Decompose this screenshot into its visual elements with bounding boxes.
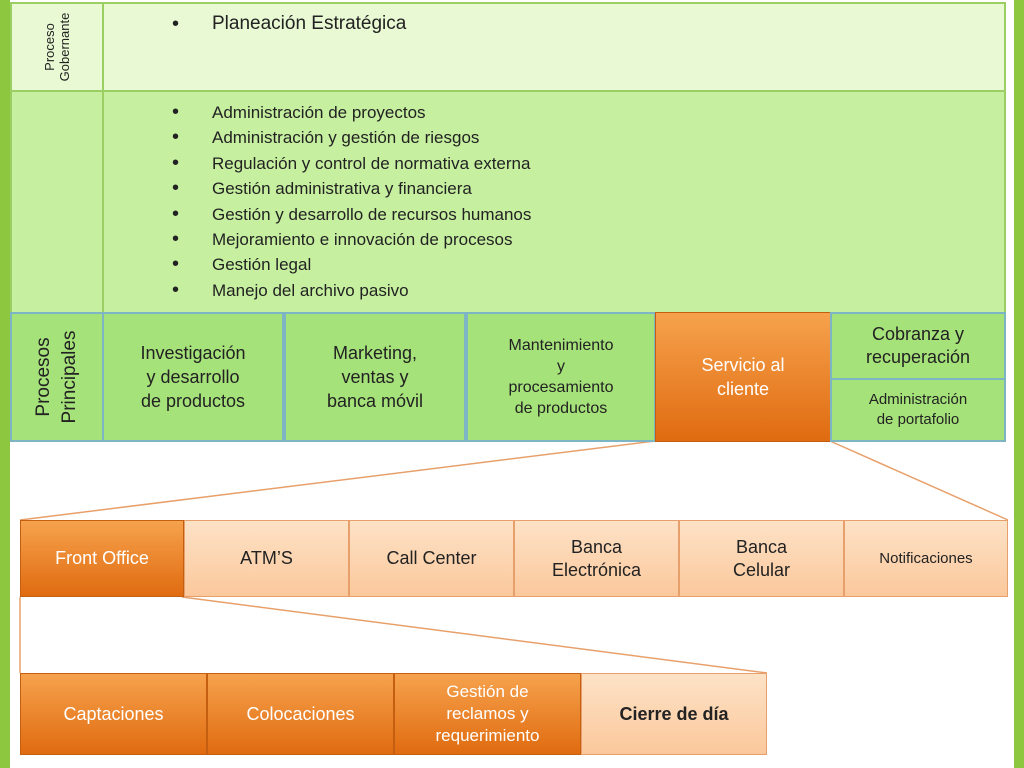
list-item: Mejoramiento e innovación de procesos: [172, 227, 531, 253]
channel-banca-celular: Banca Celular: [679, 520, 844, 597]
front-office-label: Colocaciones: [246, 703, 355, 724]
channel-banca-electronica: Banca Electrónica: [514, 520, 679, 597]
list-item: Manejo del archivo pasivo: [172, 278, 531, 304]
process-box-label: Investigación y desarrollo de productos: [140, 343, 246, 411]
process-box-marketing: Marketing, ventas y banca móvil: [284, 312, 466, 442]
principal-label-cell: Procesos Principales: [10, 312, 104, 442]
channel-call-center: Call Center: [349, 520, 514, 597]
list-item: Gestión y desarrollo de recursos humanos: [172, 202, 531, 228]
channel-label: ATM’S: [240, 548, 293, 568]
support-list: Administración de proyectos Administraci…: [172, 100, 531, 304]
channel-label: Banca Celular: [732, 536, 791, 580]
support-content: Administración de proyectos Administraci…: [102, 90, 1006, 314]
governing-list: Planeación Estratégica: [172, 12, 406, 36]
diagram-canvas: Proceso Gobernante Planeación Estratégic…: [10, 0, 1014, 768]
process-box-cobranza: Cobranza y recuperación: [830, 312, 1006, 380]
front-office-label: Cierre de día: [619, 703, 729, 724]
list-item: Gestión legal: [172, 252, 531, 278]
process-box-label: Administración de portafolio: [868, 391, 968, 428]
connector-service-right: [829, 440, 1009, 521]
process-box-investigacion: Investigación y desarrollo de productos: [102, 312, 284, 442]
process-box-label: Cobranza y recuperación: [865, 324, 971, 367]
governing-label: Proceso Gobernante: [42, 12, 72, 82]
process-box-servicio: Servicio al cliente: [655, 312, 831, 442]
channel-label: Front Office: [55, 548, 149, 568]
front-office-label: Gestión de reclamos y requerimiento: [435, 682, 540, 745]
channel-label: Notificaciones: [879, 549, 973, 567]
principal-label: Procesos Principales: [33, 330, 80, 424]
list-item: Administración y gestión de riesgos: [172, 125, 531, 151]
list-item: Administración de proyectos: [172, 100, 531, 126]
front-office-reclamos: Gestión de reclamos y requerimiento: [394, 673, 581, 755]
list-item: Gestión administrativa y financiera: [172, 176, 531, 202]
channel-label: Banca Electrónica: [551, 536, 642, 580]
front-office-cierre: Cierre de día: [581, 673, 767, 755]
channel-atm: ATM’S: [184, 520, 349, 597]
process-box-portafolio: Administración de portafolio: [830, 378, 1006, 442]
channel-label: Call Center: [386, 548, 477, 568]
front-office-captaciones: Captaciones: [20, 673, 207, 755]
front-office-colocaciones: Colocaciones: [207, 673, 394, 755]
governing-content: Planeación Estratégica: [102, 2, 1006, 92]
process-box-label: Mantenimiento y procesamiento de product…: [508, 337, 614, 417]
governing-label-cell: Proceso Gobernante: [10, 2, 104, 92]
process-box-label: Marketing, ventas y banca móvil: [326, 343, 424, 411]
connector-front-right: [181, 596, 768, 674]
support-label-cell: [10, 90, 104, 314]
channel-notificaciones: Notificaciones: [844, 520, 1008, 597]
process-box-mantenimiento: Mantenimiento y procesamiento de product…: [466, 312, 656, 442]
list-item: Planeación Estratégica: [172, 12, 406, 36]
front-office-label: Captaciones: [63, 703, 164, 724]
process-box-label: Servicio al cliente: [701, 355, 785, 399]
channel-front-office: Front Office: [20, 520, 184, 597]
connector-service-left: [19, 440, 656, 521]
list-item: Regulación y control de normativa extern…: [172, 151, 531, 177]
